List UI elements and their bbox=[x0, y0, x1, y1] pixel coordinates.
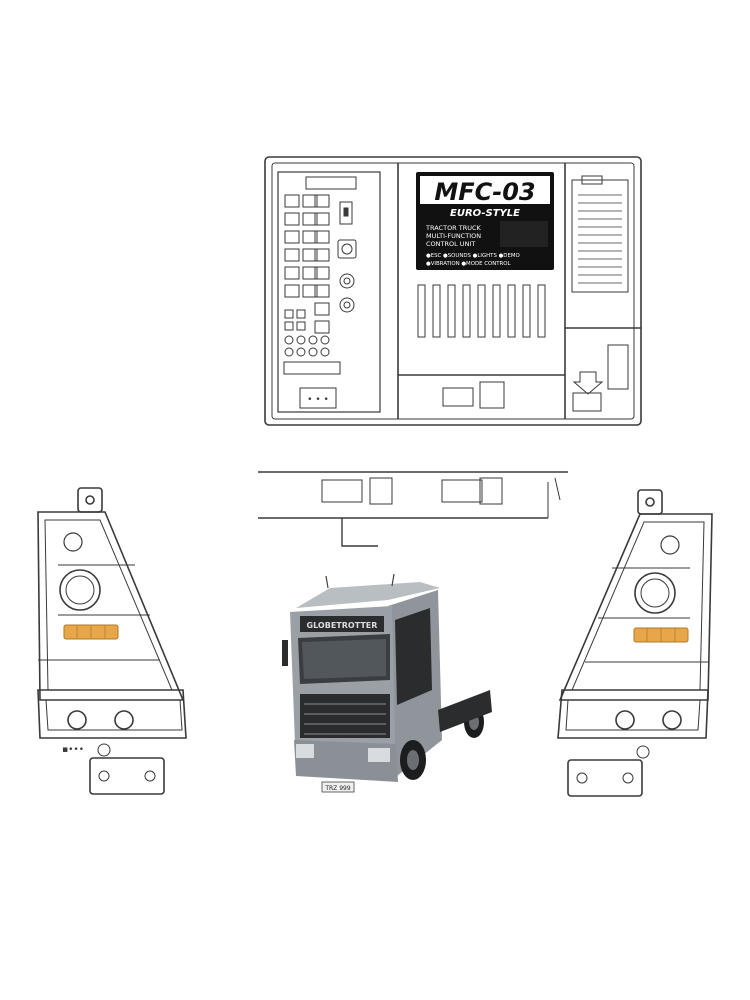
left-headlight: ▪••• bbox=[37, 487, 187, 795]
svg-text:• • •: • • • bbox=[307, 395, 329, 405]
connector-strip bbox=[258, 471, 568, 547]
right-headlight bbox=[557, 489, 713, 797]
mfc-subtitle-text: EURO-STYLE bbox=[450, 208, 520, 219]
switch-column bbox=[337, 201, 357, 313]
mfc-features-line-1: ●ESC ●SOUNDS ●LIGHTS ●DEMO bbox=[426, 253, 520, 259]
mfc-desc-line-3: CONTROL UNIT bbox=[426, 240, 475, 248]
control-unit-board: • • • bbox=[264, 156, 642, 426]
mfc-desc-line-2: MULTI-FUNCTION bbox=[426, 232, 481, 240]
mfc-desc-line-1: TRACTOR TRUCK bbox=[425, 224, 482, 232]
mfc-logo-text: MFC-03 bbox=[434, 178, 535, 206]
fuse-block bbox=[283, 176, 357, 375]
windshield-banner-text: GLOBETROTTER bbox=[307, 621, 378, 630]
vent-slots bbox=[417, 284, 546, 338]
mfc-label: MFC-03 EURO-STYLE TRACTOR TRUCK MULTI-FU… bbox=[416, 172, 554, 270]
mfc-features-line-2: ●VIBRATION ●MODE CONTROL bbox=[426, 261, 511, 267]
license-plate-text: TRZ 999 bbox=[324, 785, 350, 792]
truck-image: GLOBETROTTER TRZ 999 bbox=[282, 573, 492, 793]
svg-text:▪•••: ▪••• bbox=[62, 745, 84, 755]
